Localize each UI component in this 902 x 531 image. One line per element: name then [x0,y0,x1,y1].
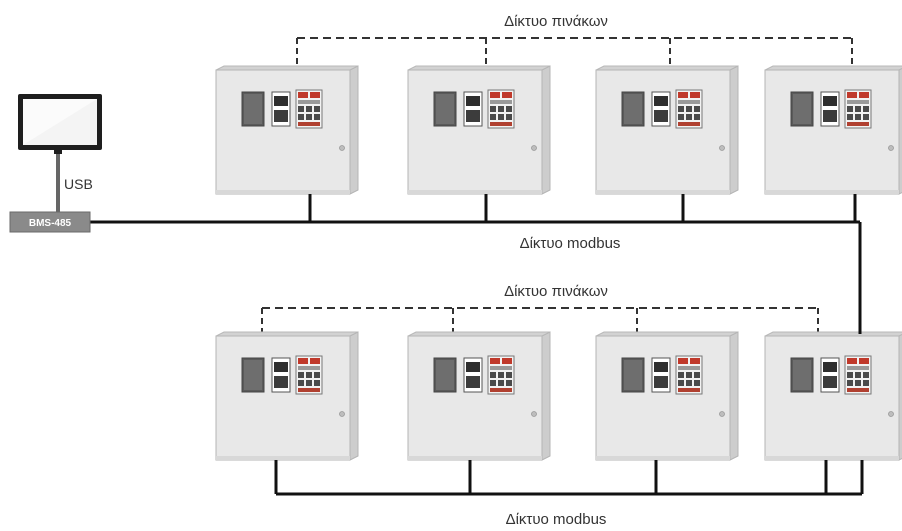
fire-panel-icon[interactable] [764,65,902,195]
fire-panel-icon[interactable] [407,65,551,195]
fire-panel-icon[interactable] [215,65,359,195]
bms-label: BMS-485 [29,218,72,229]
top-panel-network: Δίκτυο πινάκων [296,13,853,68]
fire-panel-icon[interactable] [595,331,739,461]
top-modbus-network-label: Δίκτυο modbus [520,235,621,252]
bottom-panel-network-label: Δίκτυο πινάκων [504,283,608,300]
top-panel-network-label: Δίκτυο πινάκων [504,13,608,30]
fire-panel-icon[interactable] [407,331,551,461]
top-modbus-network: Δίκτυο modbus [90,194,862,334]
fire-panel-icon[interactable] [215,331,359,461]
bms-box[interactable] [9,211,91,233]
fire-panel-icon[interactable] [595,65,739,195]
bottom-row-panels [215,331,902,461]
usb-label: USB [64,176,93,192]
top-row-panels [215,65,902,195]
monitor[interactable] [18,94,102,154]
bottom-panel-network: Δίκτυο πινάκων [261,283,819,334]
monitor-stand [54,150,62,154]
fire-panel-icon[interactable] [764,331,902,461]
bottom-modbus-network-label: Δίκτυο modbus [506,511,607,528]
bottom-modbus-network: Δίκτυο modbus [274,460,864,528]
bms-converter[interactable]: BMS-485 [9,211,91,233]
